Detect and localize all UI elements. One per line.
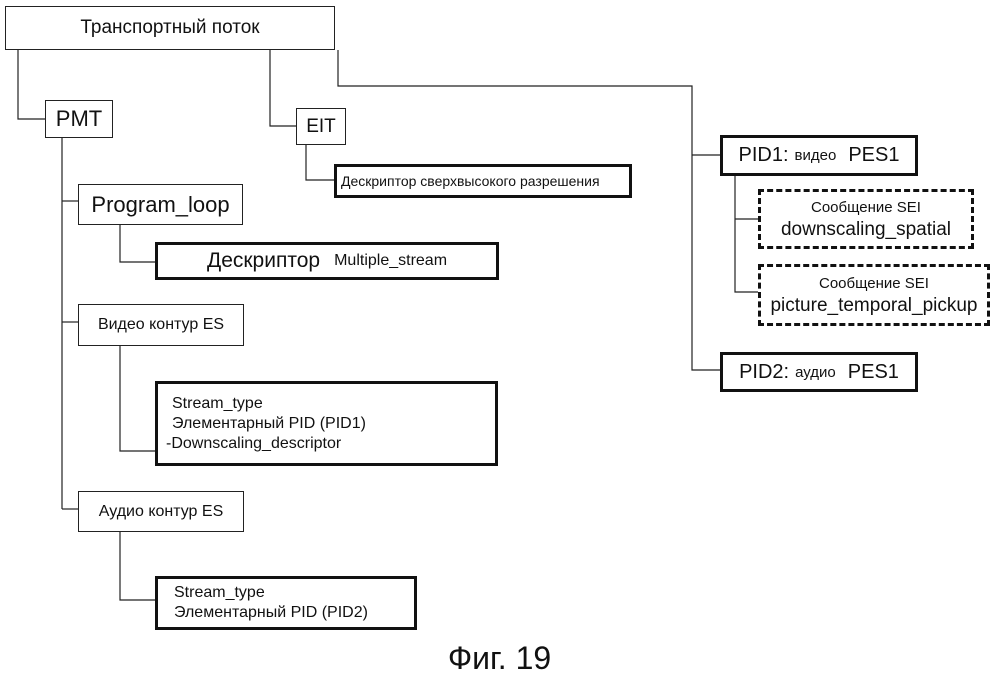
- sei1-title: Сообщение SEI: [811, 197, 921, 219]
- connector-videoloop-es: [120, 345, 155, 451]
- pid1-pes: PES1: [848, 144, 899, 167]
- video-stream-type: Stream_type: [172, 394, 495, 414]
- sei2-title: Сообщение SEI: [819, 273, 929, 295]
- audio-elementary-pid: Элементарный PID (PID2): [174, 603, 414, 623]
- video-downscaling-descriptor: -Downscaling_descriptor: [166, 434, 495, 454]
- sei1-name: downscaling_spatial: [781, 219, 951, 241]
- program-loop-label: Program_loop: [91, 192, 229, 218]
- eit-descriptor-label: Дескриптор сверхвысокого разрешения: [341, 173, 600, 189]
- video-es-box: Stream_type Элементарный PID (PID1) -Dow…: [155, 381, 498, 466]
- connector-root-pids: [338, 50, 720, 370]
- connector-root-eit: [270, 50, 296, 126]
- video-loop-box: Видео контур ES: [78, 304, 244, 346]
- transport-stream-box: Транспортный поток: [5, 6, 335, 50]
- connector-pid1-sei: [735, 176, 758, 292]
- pid1-kind: видео: [795, 147, 837, 164]
- descriptor-prefix-label: Дескриптор: [207, 249, 320, 273]
- connector-audioloop-es: [120, 532, 155, 600]
- eit-descriptor-box: Дескриптор сверхвысокого разрешения: [334, 164, 632, 198]
- connector-root-pmt: [18, 50, 45, 119]
- pid2-kind: аудио: [795, 364, 836, 381]
- video-elementary-pid: Элементарный PID (PID1): [172, 414, 495, 434]
- audio-loop-box: Аудио контур ES: [78, 491, 244, 532]
- connector-eit-descriptor: [306, 145, 334, 180]
- eit-box: EIT: [296, 108, 346, 145]
- multiple-stream-descriptor-box: Дескриптор Multiple_stream: [155, 242, 499, 280]
- pid1-id: PID1:: [739, 144, 789, 167]
- program-loop-box: Program_loop: [78, 184, 243, 225]
- sei2-name: picture_temporal_pickup: [770, 295, 977, 317]
- transport-stream-label: Транспортный поток: [80, 17, 259, 39]
- sei-message-temporal-box: Сообщение SEI picture_temporal_pickup: [758, 264, 990, 326]
- video-loop-label: Видео контур ES: [98, 316, 224, 334]
- pid2-box: PID2: аудио PES1: [720, 352, 918, 392]
- eit-label: EIT: [306, 116, 336, 138]
- audio-stream-type: Stream_type: [174, 583, 414, 603]
- audio-loop-label: Аудио контур ES: [99, 503, 224, 521]
- pmt-label: PMT: [56, 106, 102, 132]
- pid2-pes: PES1: [848, 361, 899, 384]
- connector-programloop-descriptor: [120, 224, 155, 262]
- pid1-box: PID1: видео PES1: [720, 135, 918, 176]
- pmt-box: PMT: [45, 100, 113, 138]
- pid2-id: PID2:: [739, 361, 789, 384]
- multiple-stream-label: Multiple_stream: [334, 252, 447, 270]
- figure-caption: Фиг. 19: [0, 640, 999, 677]
- audio-es-box: Stream_type Элементарный PID (PID2): [155, 576, 417, 630]
- sei-message-downscaling-box: Сообщение SEI downscaling_spatial: [758, 189, 974, 249]
